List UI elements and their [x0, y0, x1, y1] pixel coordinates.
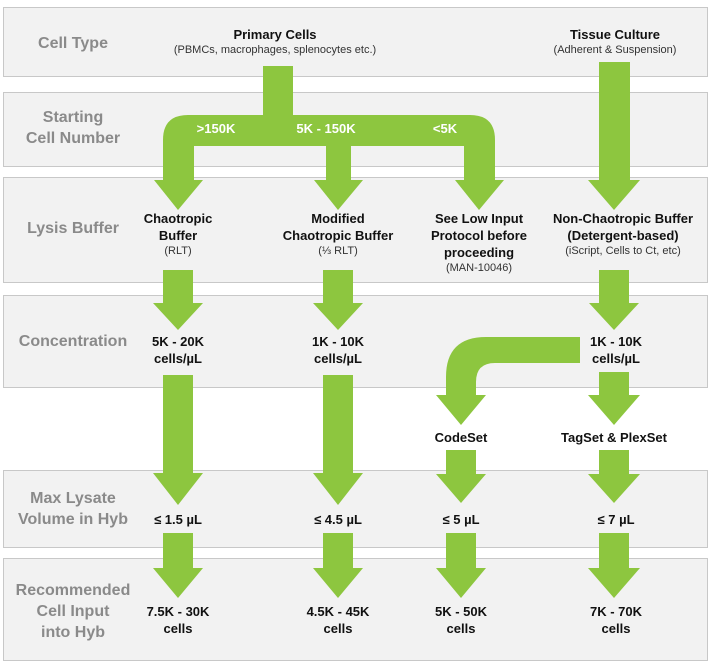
arrow-lysis-nonchaotropic	[589, 270, 639, 330]
arrow-group	[153, 62, 640, 598]
max-volume-codeset: ≤ 5 µL	[442, 512, 480, 527]
concentration-chaotropic: 5K - 20K cells/µL	[151, 334, 205, 366]
lysis-chaotropic-title: Chaotropic Buffer	[143, 211, 213, 243]
primary-stem-shape	[263, 66, 293, 115]
branch-label-low: <5K	[432, 121, 458, 136]
max-volume-tagset: ≤ 7 µL	[597, 512, 635, 527]
lysis-modified-title: Modified Chaotropic Buffer	[282, 211, 394, 243]
arrow-conc-modified	[313, 375, 363, 505]
tissue-arrow-shape	[588, 62, 640, 210]
row-label-max-lysate-volume: Max Lysate Volume in Hyb	[18, 490, 128, 528]
lysis-non-chaotropic-sub: (iScript, Cells to Ct, etc)	[565, 245, 681, 257]
arrow-volume-modified	[313, 533, 363, 598]
arrow-lysis-chaotropic	[153, 270, 203, 330]
arrowhead-low-input	[455, 180, 504, 210]
cell-type-primary-sub: (PBMCs, macrophages, splenocytes etc.)	[173, 44, 377, 56]
branch-label-high: >150K	[196, 121, 236, 136]
arrow-codeset-volume	[436, 450, 486, 503]
lysis-non-chaotropic-title: Non-Chaotropic Buffer (Detergent-based)	[552, 211, 694, 243]
row-label-starting-cell-number: Starting Cell Number	[25, 109, 121, 147]
max-volume-modified: ≤ 4.5 µL	[314, 512, 362, 527]
concentration-modified: 1K - 10K cells/µL	[311, 334, 365, 366]
branch-bar-shape	[163, 115, 495, 186]
lysis-modified-sub: (⅓ RLT)	[318, 245, 358, 257]
recommended-tagset: 7K - 70K cells	[589, 604, 643, 636]
split-codeset: CodeSet	[434, 430, 488, 445]
row-label-recommended-cell-input: Recommended Cell Input into Hyb	[15, 582, 131, 641]
row-band-lysis-buffer	[3, 177, 708, 283]
recommended-codeset: 5K - 50K cells	[434, 604, 488, 636]
arrow-volume-codeset	[436, 533, 486, 598]
recommended-modified: 4.5K - 45K cells	[306, 604, 370, 636]
arrowhead-chaotropic	[154, 180, 203, 210]
arrow-volume-tagset	[588, 533, 640, 598]
tagset-arrow-shape	[588, 372, 640, 425]
cell-type-tissue-title: Tissue Culture	[569, 27, 661, 42]
cell-type-tissue: Tissue Culture (Adherent & Suspension)	[530, 26, 700, 58]
row-band-max-lysate-volume	[3, 470, 708, 548]
arrow-volume-chaotropic	[153, 533, 203, 598]
row-label-cell-type: Cell Type	[38, 35, 108, 52]
arrow-conc-chaotropic	[153, 375, 203, 505]
arrow-tagset-volume	[588, 450, 640, 503]
arrowhead-modified	[314, 180, 363, 210]
codeset-curve-shape	[436, 337, 580, 425]
recommended-chaotropic: 7.5K - 30K cells	[146, 604, 210, 636]
cell-type-tissue-sub: (Adherent & Suspension)	[553, 44, 677, 56]
lysis-low-input: See Low Input Protocol before proceeding…	[414, 210, 544, 276]
lysis-non-chaotropic: Non-Chaotropic Buffer (Detergent-based) …	[538, 210, 708, 259]
arrow-lysis-modified	[313, 270, 363, 330]
cell-type-primary: Primary Cells (PBMCs, macrophages, splen…	[150, 26, 400, 58]
lysis-chaotropic-sub: (RLT)	[164, 245, 192, 257]
row-label-concentration: Concentration	[18, 333, 128, 350]
row-band-cell-type	[3, 7, 708, 77]
cell-type-primary-title: Primary Cells	[233, 27, 317, 42]
split-tagset: TagSet & PlexSet	[561, 430, 667, 445]
lysis-low-input-title: See Low Input Protocol before proceeding	[430, 211, 528, 260]
max-volume-chaotropic: ≤ 1.5 µL	[154, 512, 202, 527]
lysis-modified: Modified Chaotropic Buffer (⅓ RLT)	[268, 210, 408, 259]
row-label-lysis-buffer: Lysis Buffer	[27, 220, 119, 237]
branch-label-mid: 5K - 150K	[296, 121, 356, 136]
lysis-low-input-sub: (MAN-10046)	[445, 262, 513, 274]
lysis-chaotropic: Chaotropic Buffer (RLT)	[128, 210, 228, 259]
concentration-non-chaotropic: 1K - 10K cells/µL	[589, 334, 643, 366]
